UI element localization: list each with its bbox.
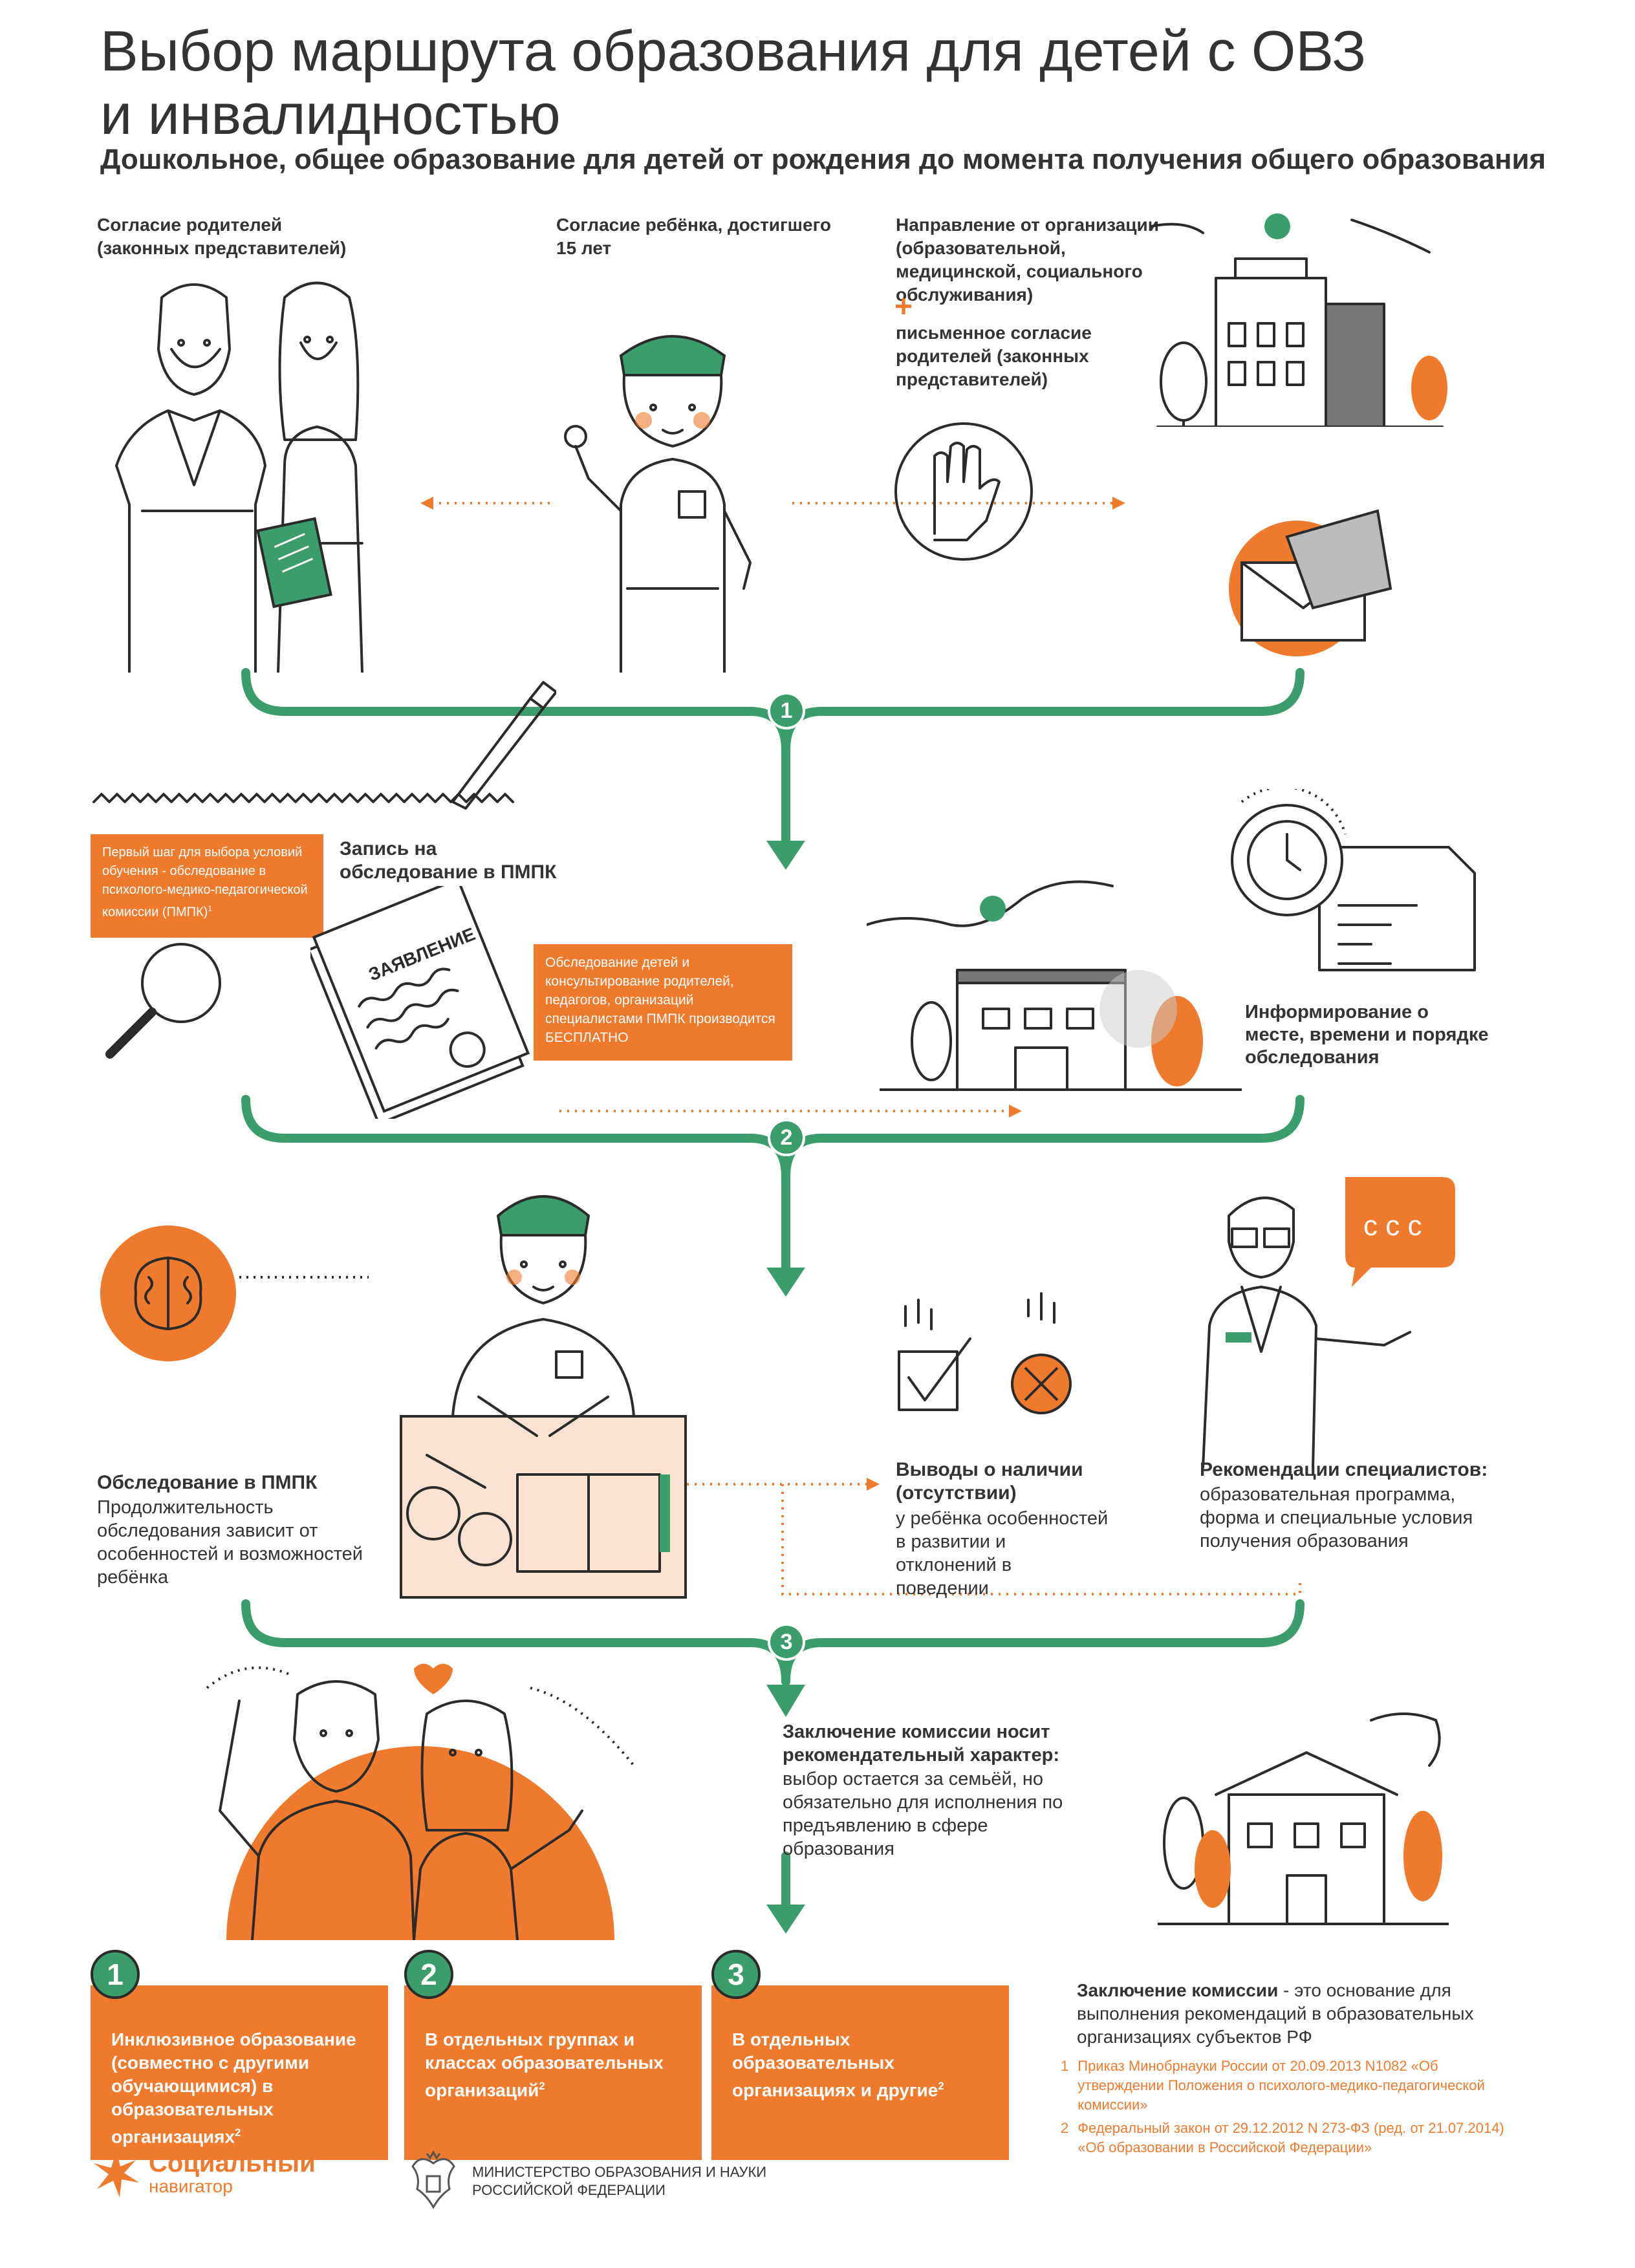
arrow-down-3	[766, 1685, 805, 1717]
option-number-3: 3	[711, 1950, 761, 1999]
conclusion-note-rest: - это основание для выполнения рекоменда…	[1077, 1980, 1474, 2047]
option-card-3: В отдельных образовательных организациях…	[711, 1985, 1009, 2160]
happy-parents-illustration	[206, 1663, 635, 1940]
conclusion-note: Заключение комиссии - это основание для …	[1077, 1979, 1504, 2049]
brace-3-right	[781, 1599, 1305, 1686]
brace-1-right	[781, 668, 1305, 755]
pen-signature-illustration	[92, 681, 556, 810]
informing-label: Информирование о месте, времени и порядк…	[1245, 1002, 1489, 1068]
green-document	[256, 517, 332, 609]
ministry-logo: МИНИСТЕРСТВО ОБРАЗОВАНИЯ И НАУКИ РОССИЙС…	[407, 2150, 766, 2212]
plus-sign: +	[894, 290, 913, 324]
first-step-box: Первый шаг для выбора условий обучения -…	[91, 834, 323, 938]
page-subtitle: Дошкольное, общее образование для детей …	[100, 144, 1546, 175]
child-at-table-illustration	[400, 1195, 687, 1599]
magnifier-icon	[105, 943, 221, 1059]
option-card-1: Инклюзивное образование (совместно с дру…	[91, 1985, 388, 2160]
arrow-down-4	[766, 1905, 805, 1934]
commission-title: Заключение комиссии носит рекомендательн…	[783, 1722, 1060, 1766]
footnote-1-num: 1	[1061, 2058, 1069, 2074]
footnote-1-text: Приказ Минобрнауки России от 20.09.2013 …	[1077, 2058, 1485, 2113]
footnote-1: 1 Приказ Минобрнауки России от 20.09.201…	[1061, 2057, 1507, 2115]
first-step-text: Первый шаг для выбора условий обучения -…	[102, 845, 308, 920]
parents-illustration	[115, 281, 363, 673]
written-consent-label: письменное согласие родителей (законных …	[896, 323, 1092, 389]
option-text-3: В отдельных образовательных организациях…	[732, 2029, 938, 2101]
option-text-1: Инклюзивное образование (совместно с дру…	[111, 2029, 356, 2147]
exam-text: Продолжительность обследования зависит о…	[97, 1497, 363, 1588]
child-illustration	[564, 335, 752, 673]
ministry-line-1: МИНИСТЕРСТВО ОБРАЗОВАНИЯ И НАУКИ	[472, 2163, 767, 2180]
option-sup-3: 2	[938, 2080, 944, 2092]
organization-referral-label: Направление от организации (образователь…	[896, 215, 1159, 305]
envelope-icon	[1229, 509, 1392, 656]
commission-text: выбор остается за семьёй, но обязательно…	[783, 1769, 1063, 1859]
option-number-2: 2	[404, 1950, 453, 1999]
arrow-down-1	[766, 841, 805, 870]
conclusions-title: Выводы о наличии (отсутствии)	[896, 1459, 1083, 1504]
page-title: Выбор маршрута образования для детей с О…	[100, 19, 1555, 146]
specialist-illustration: с с с	[1202, 1177, 1455, 1468]
conclusions-text: у ребёнка особенностей в развитии и откл…	[896, 1508, 1109, 1599]
title-line-2: и инвалидностью	[100, 82, 561, 146]
ministry-line-2: РОССИЙСКОЙ ФЕДЕРАЦИИ	[472, 2181, 666, 2198]
ministry-text: МИНИСТЕРСТВО ОБРАЗОВАНИЯ И НАУКИ РОССИЙС…	[472, 2163, 766, 2199]
arrow-down-2	[766, 1268, 805, 1297]
title-line-1: Выбор маршрута образования для детей с О…	[100, 19, 1367, 83]
city-building-illustration	[1150, 213, 1447, 427]
logo-line-1: Социальный	[149, 2149, 316, 2177]
coat-of-arms-icon	[411, 2150, 455, 2210]
route-squiggle	[867, 880, 1114, 927]
recommendations-title: Рекомендации специалистов:	[1200, 1459, 1488, 1480]
step-badge-3: 3	[768, 1623, 805, 1661]
child-consent-label: Согласие ребёнка, достигшего 15 лет	[556, 215, 831, 258]
recommendations-text: образовательная программа, форма и специ…	[1200, 1484, 1473, 1551]
clock-document-illustration	[1231, 789, 1476, 971]
social-navigator-logo-icon	[94, 2150, 139, 2198]
speech-bubble-text: с с с	[1363, 1210, 1422, 1242]
brace-3-left	[241, 1599, 790, 1686]
option-text-2: В отдельных группах и классах образовате…	[425, 2029, 664, 2101]
conclusion-note-bold: Заключение комиссии	[1077, 1980, 1279, 2000]
logo-line-2: навигатор	[149, 2176, 233, 2196]
footnote-2: 2 Федеральный закон от 29.12.2012 N 273-…	[1061, 2119, 1507, 2157]
brain-icon	[100, 1226, 369, 1361]
arrow-right-orange	[1112, 497, 1125, 510]
brace-2-right	[781, 1095, 1305, 1182]
footnote-ref-1: 1	[208, 904, 212, 913]
social-navigator-logo: Социальный навигатор	[91, 2147, 316, 2199]
social-navigator-logo-text: Социальный навигатор	[149, 2150, 316, 2196]
dotted-loop	[781, 1484, 1301, 1595]
free-service-box: Обследование детей и консультирование ро…	[534, 944, 792, 1061]
footnote-2-text: Федеральный закон от 29.12.2012 N 273-ФЗ…	[1077, 2120, 1504, 2155]
option-card-2: В отдельных группах и классах образовате…	[404, 1985, 702, 2160]
option-sup-1: 2	[235, 2126, 241, 2139]
registration-label: Запись на обследование в ПМПК	[340, 838, 557, 883]
exam-title: Обследование в ПМПК	[97, 1472, 318, 1493]
hand-stop-icon	[894, 422, 1033, 561]
parents-consent-label: Согласие родителей (законных представите…	[97, 215, 347, 258]
check-cross-icons	[898, 1292, 1072, 1414]
arrow-right-orange-2	[1009, 1105, 1022, 1118]
arrow-left-orange	[420, 497, 433, 510]
footnote-2-num: 2	[1061, 2120, 1069, 2136]
step-badge-1: 1	[768, 692, 805, 729]
school-illustration	[1158, 1712, 1449, 1925]
option-sup-2: 2	[539, 2080, 545, 2092]
step-badge-2: 2	[768, 1119, 805, 1156]
arrow-right-orange-3	[867, 1478, 880, 1491]
pmpk-building-illustration	[880, 969, 1242, 1091]
footnotes: 1 Приказ Минобрнауки России от 20.09.201…	[1061, 2057, 1507, 2157]
application-document-illustration	[310, 886, 530, 1119]
option-number-1: 1	[91, 1950, 140, 1999]
